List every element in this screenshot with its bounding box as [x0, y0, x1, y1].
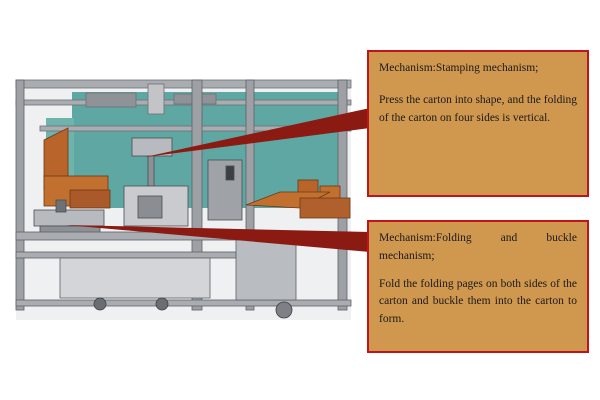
stamping-mechanism: [123, 137, 243, 227]
callout-text: Fold the folding pages on both sides of …: [379, 277, 577, 326]
callout-title: Mechanism:Stamping mechanism;: [379, 62, 539, 74]
leader-line-folding: [66, 225, 370, 252]
callout-title: Mechanism:Folding and buckle mechanism;: [379, 232, 577, 262]
callout-folding-buckle-mechanism: Mechanism:Folding and buckle mechanism; …: [367, 220, 589, 353]
leader-line-stamping: [145, 108, 370, 157]
callout-stamping-mechanism: Mechanism:Stamping mechanism; Press the …: [367, 50, 589, 197]
left-carton-stack: [43, 127, 111, 209]
right-cartons: [245, 179, 351, 219]
callout-text: Press the carton into shape, and the fol…: [379, 93, 578, 124]
vertical-posts: [15, 79, 348, 311]
base-wheels: [93, 297, 293, 319]
folding-buckle-mechanism: [33, 199, 105, 237]
